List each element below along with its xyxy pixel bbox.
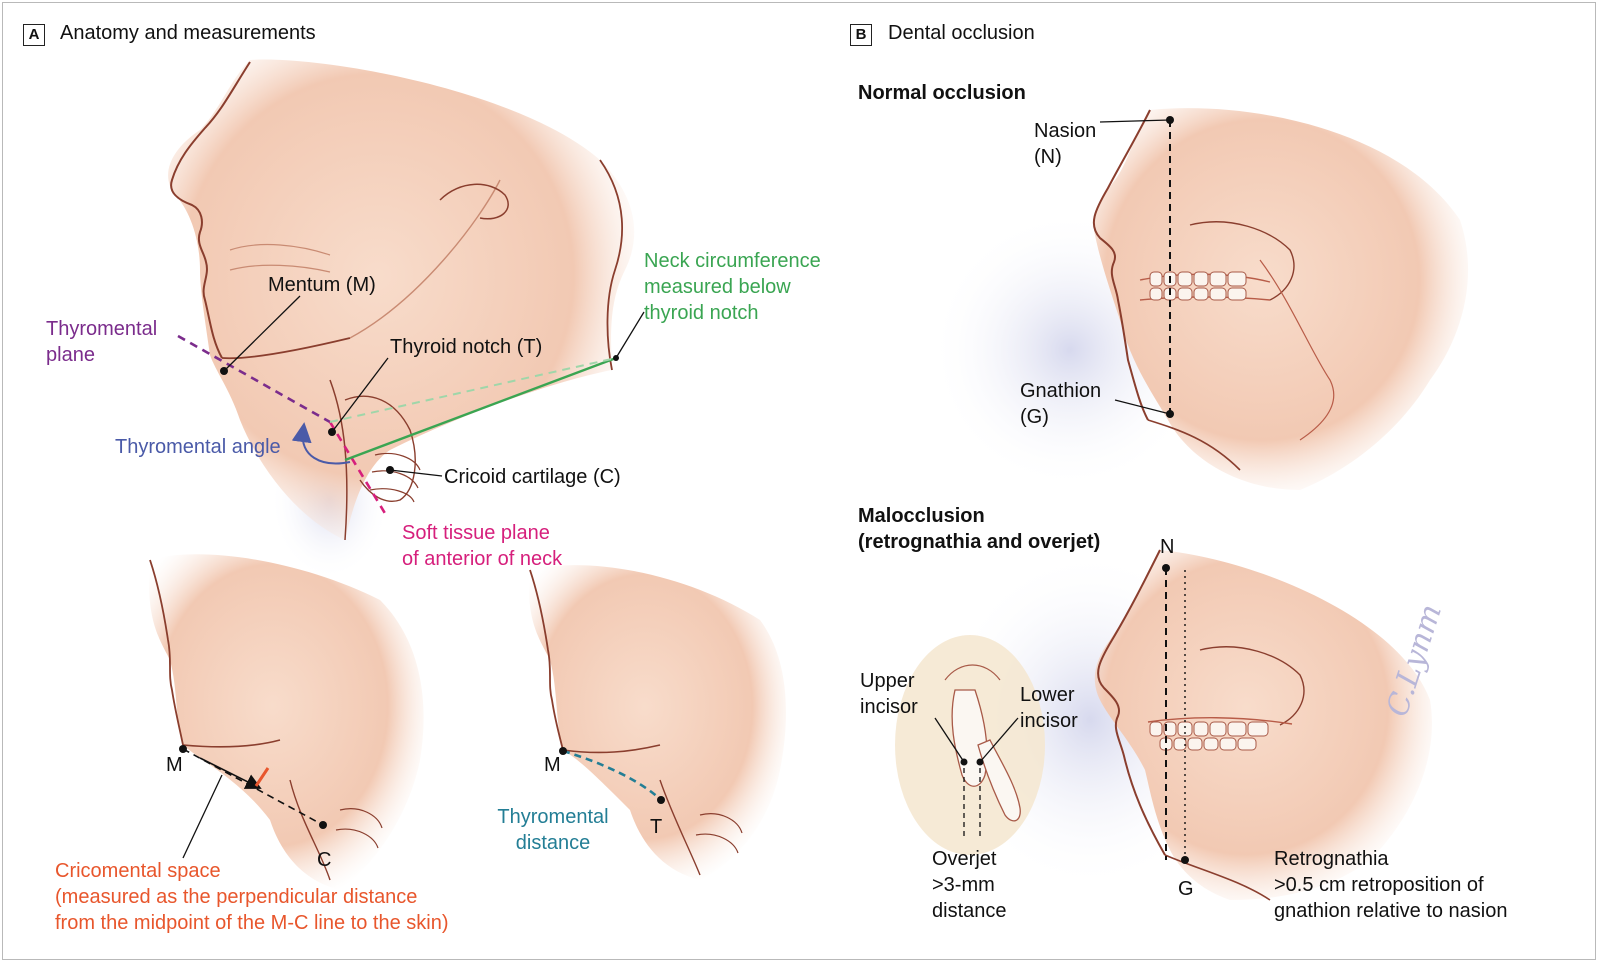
thyromental-angle-label: Thyromental angle — [115, 436, 281, 458]
normal-occlusion-heading: Normal occlusion — [858, 82, 1026, 104]
soft-tissue-plane-label: Soft tissue plane of anterior of neck — [402, 522, 563, 570]
panel-b-title: Dental occlusion — [888, 22, 1035, 44]
retrognathia-label: Retrognathia >0.5 cm retroposition of gn… — [1274, 848, 1508, 922]
thyromental-plane-line — [177, 334, 331, 424]
neck-circumference-line — [329, 356, 617, 462]
lower-incisor-label: Lower incisor — [1020, 684, 1078, 732]
cricoid-cartilage-label: Cricoid cartilage (C) — [444, 466, 621, 488]
overjet-label: Overjet >3-mm distance — [932, 848, 1007, 922]
soft-tissue-plane-line — [328, 421, 388, 516]
cricomental-lines — [179, 745, 327, 859]
lower-right-head-illustration — [529, 565, 786, 880]
panel-b-letter: B — [850, 24, 872, 46]
t-label-right: T — [650, 816, 663, 838]
cricomental-space-label: Cricomental space (measured as the perpe… — [55, 860, 449, 934]
leader-lines-a — [223, 295, 645, 477]
normal-occlusion-illustration — [930, 108, 1469, 490]
n-label: N — [1160, 536, 1175, 558]
m-label-left: M — [166, 754, 183, 776]
thyromental-distance-label: Thyromental distance — [497, 806, 609, 854]
c-label-left: C — [317, 849, 332, 871]
points-a — [220, 355, 619, 474]
malocclusion-lines — [1162, 564, 1189, 864]
upper-incisor-label: Upper incisor — [860, 670, 918, 718]
mentum-label: Mentum (M) — [268, 274, 376, 296]
lower-left-head-illustration — [149, 554, 424, 890]
m-label-right: M — [544, 754, 561, 776]
g-label: G — [1178, 878, 1194, 900]
main-head-illustration — [168, 59, 635, 580]
thyromental-plane-label: Thyromental plane — [46, 318, 158, 366]
neck-circumference-label: Neck circumference measured below thyroi… — [644, 250, 821, 324]
malocclusion-heading: Malocclusion (retrognathia and overjet) — [858, 505, 1101, 553]
panel-a-title: Anatomy and measurements — [60, 22, 316, 44]
incisor-inset — [895, 635, 1045, 855]
thyromental-angle-arc — [291, 422, 351, 465]
thyroid-notch-label: Thyroid notch (T) — [390, 336, 543, 358]
thyromental-distance-line — [559, 747, 665, 804]
gnathion-label: Gnathion (G) — [1020, 380, 1102, 428]
panel-a-letter: A — [23, 24, 45, 46]
normal-occlusion-lines — [1099, 116, 1174, 418]
nasion-label: Nasion (N) — [1034, 120, 1097, 168]
